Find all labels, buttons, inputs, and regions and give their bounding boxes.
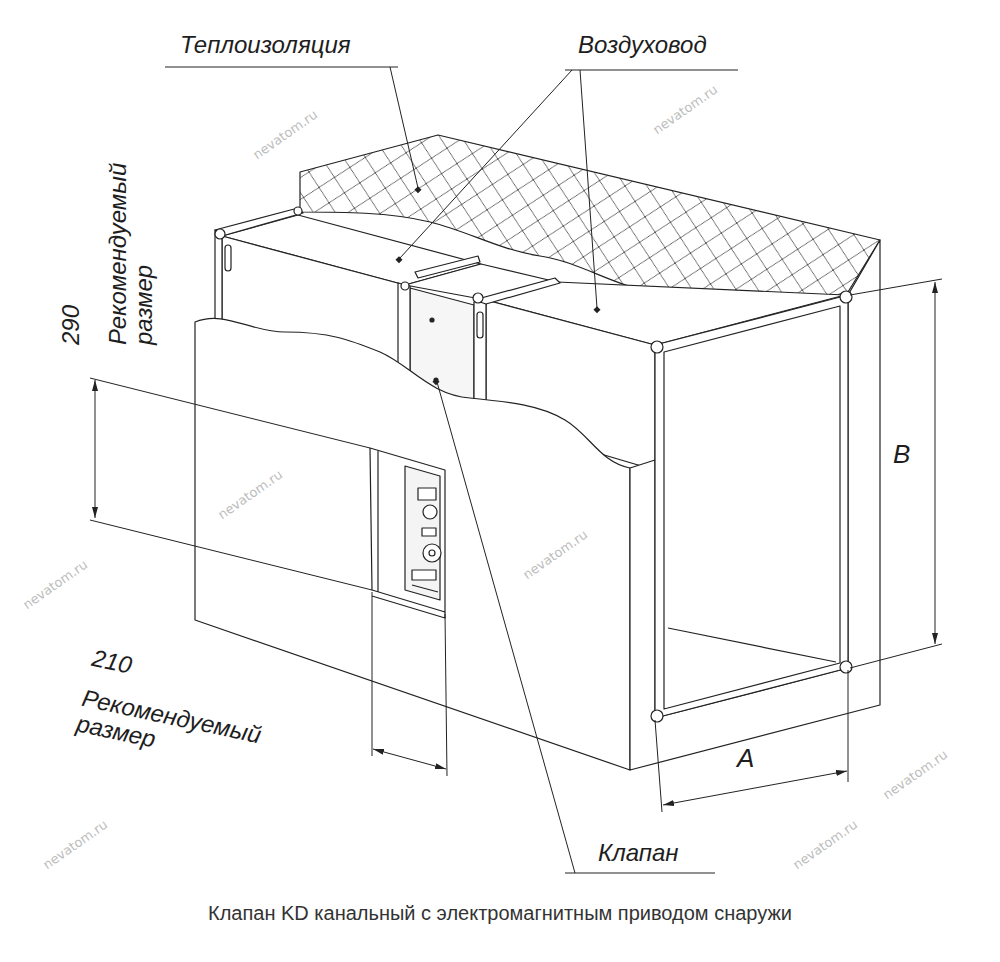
wall bbox=[630, 240, 880, 770]
watermark: nevatom.ru bbox=[880, 747, 950, 802]
access-hatch bbox=[412, 585, 438, 592]
duct-end-frame bbox=[651, 341, 663, 353]
duct-end-frame bbox=[840, 661, 852, 673]
leader-dots bbox=[414, 186, 421, 193]
access-hatch bbox=[372, 596, 445, 618]
access-hatch bbox=[429, 550, 435, 556]
dimension-symbol: B bbox=[893, 440, 910, 469]
leader-lines bbox=[565, 873, 715, 874]
damper-valve bbox=[473, 293, 483, 303]
duct-end-frame bbox=[668, 628, 836, 662]
duct-end-frame bbox=[655, 295, 848, 718]
dimension-lines bbox=[655, 720, 662, 812]
leader-lines bbox=[390, 67, 418, 188]
watermark: nevatom.ru bbox=[40, 817, 110, 872]
leader-lines bbox=[565, 70, 738, 71]
access-hatch bbox=[422, 528, 436, 536]
access-hatch bbox=[412, 570, 436, 580]
dimension-value: 210 bbox=[90, 645, 135, 679]
figure-caption: Клапан KD канальный с электромагнитным п… bbox=[0, 902, 1000, 925]
leader-dots bbox=[593, 306, 600, 313]
dimension-lines bbox=[373, 749, 446, 769]
part-label: Теплоизоляция bbox=[180, 32, 351, 58]
duct-end-frame bbox=[664, 306, 840, 709]
watermark: nevatom.ru bbox=[20, 557, 90, 612]
leader-lines bbox=[580, 70, 597, 308]
duct bbox=[294, 207, 302, 215]
duct bbox=[215, 229, 225, 239]
access-hatch bbox=[423, 544, 441, 562]
dimension-note: Рекомендуемый размер bbox=[74, 685, 281, 778]
leader-lines bbox=[437, 382, 575, 873]
duct-drawing bbox=[195, 135, 880, 770]
duct bbox=[215, 208, 303, 236]
dimension-lines bbox=[935, 282, 936, 644]
leader-dots bbox=[395, 186, 600, 385]
part-label: Воздуховод bbox=[578, 32, 707, 58]
dimension-lines bbox=[90, 520, 372, 590]
wall bbox=[195, 318, 630, 770]
damper-valve bbox=[415, 256, 480, 278]
duct-end-frame bbox=[651, 710, 663, 722]
damper-valve bbox=[401, 282, 409, 290]
access-hatch bbox=[405, 466, 440, 600]
watermark: nevatom.ru bbox=[250, 107, 320, 162]
dimension-value: 290 bbox=[58, 305, 84, 345]
dimension-symbol: A bbox=[737, 744, 754, 773]
damper-valve bbox=[474, 278, 560, 304]
watermark: nevatom.ru bbox=[790, 817, 860, 872]
dimension-lines bbox=[848, 670, 849, 782]
dimension-lines bbox=[663, 771, 847, 805]
dimension-lines bbox=[372, 592, 373, 756]
dimension-note: Рекомендуемый размер bbox=[105, 145, 158, 345]
dimension-lines bbox=[850, 644, 942, 668]
part-label: Клапан bbox=[598, 840, 679, 866]
leader-dots bbox=[432, 378, 439, 385]
damper-valve bbox=[430, 318, 434, 322]
duct-end-frame bbox=[651, 291, 852, 722]
watermark: nevatom.ru bbox=[650, 82, 720, 137]
access-hatch bbox=[418, 488, 436, 500]
dimension-lines bbox=[850, 279, 942, 295]
leader-dots bbox=[395, 256, 402, 263]
dimension-lines bbox=[445, 614, 447, 776]
leader-lines bbox=[165, 67, 398, 68]
dimension-lines bbox=[95, 380, 96, 518]
duct bbox=[225, 245, 231, 271]
dimension-lines bbox=[90, 378, 370, 448]
duct-end-frame bbox=[840, 291, 852, 303]
damper-valve bbox=[477, 312, 483, 338]
access-hatch bbox=[377, 451, 378, 592]
leader-lines bbox=[400, 70, 572, 258]
access-hatch bbox=[370, 448, 445, 612]
access-hatch bbox=[370, 448, 445, 618]
wall bbox=[195, 240, 880, 770]
duct bbox=[215, 230, 222, 330]
leader-lines bbox=[165, 67, 738, 873]
access-hatch bbox=[423, 505, 437, 519]
